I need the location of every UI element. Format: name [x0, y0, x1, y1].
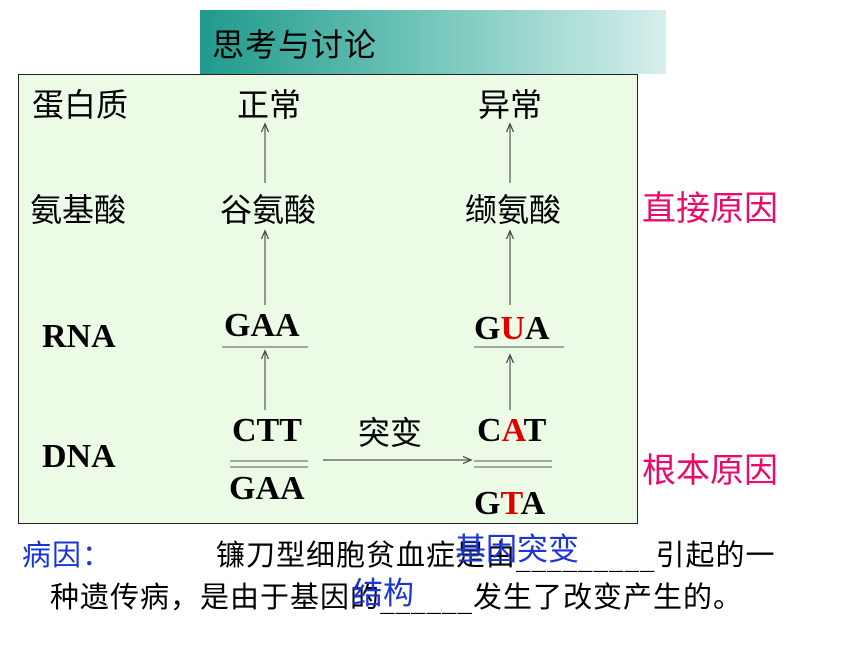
dna-abnormal-bottom: GTA [474, 485, 546, 522]
label-dna: DNA [42, 438, 116, 475]
blank-2: ______ [380, 580, 474, 614]
slide-title: 思考与讨论 [212, 26, 378, 64]
cause-label: 病因： [22, 538, 113, 572]
label-amino-acid: 氨基酸 [30, 191, 127, 229]
amino-acid-abnormal: 缬氨酸 [465, 191, 562, 229]
title-bar: 思考与讨论 [200, 10, 666, 74]
protein-abnormal: 异常 [478, 86, 543, 124]
question-line-2: 种遗传病，是由于基因的______发生了改变产生的。 [50, 580, 744, 614]
dna-normal-bottom: GAA [229, 470, 305, 507]
blank-1: _________ [516, 538, 656, 572]
dna-abnormal-top: CAT [477, 412, 547, 449]
mutated-base-dna-bottom: T [500, 485, 521, 522]
protein-normal: 正常 [237, 86, 302, 124]
answer-structure: 结构 [352, 576, 414, 612]
amino-acid-normal: 谷氨酸 [220, 191, 317, 229]
mutation-label: 突变 [358, 414, 423, 452]
root-cause: 根本原因 [642, 451, 778, 491]
answer-gene-mutation: 基因突变 [455, 532, 579, 568]
label-rna: RNA [42, 318, 116, 355]
mutated-base-rna: U [500, 310, 526, 347]
label-protein: 蛋白质 [32, 86, 129, 124]
direct-cause: 直接原因 [642, 189, 778, 229]
rna-normal: GAA [224, 307, 300, 344]
dna-normal-top: CTT [232, 412, 302, 449]
mutated-base-dna-top: A [501, 412, 524, 449]
diagram-panel [18, 74, 638, 524]
question-line-1: 病因：镰刀型细胞贫血症是由_________引起的一 [22, 538, 776, 572]
rna-abnormal: GUA [474, 310, 550, 347]
